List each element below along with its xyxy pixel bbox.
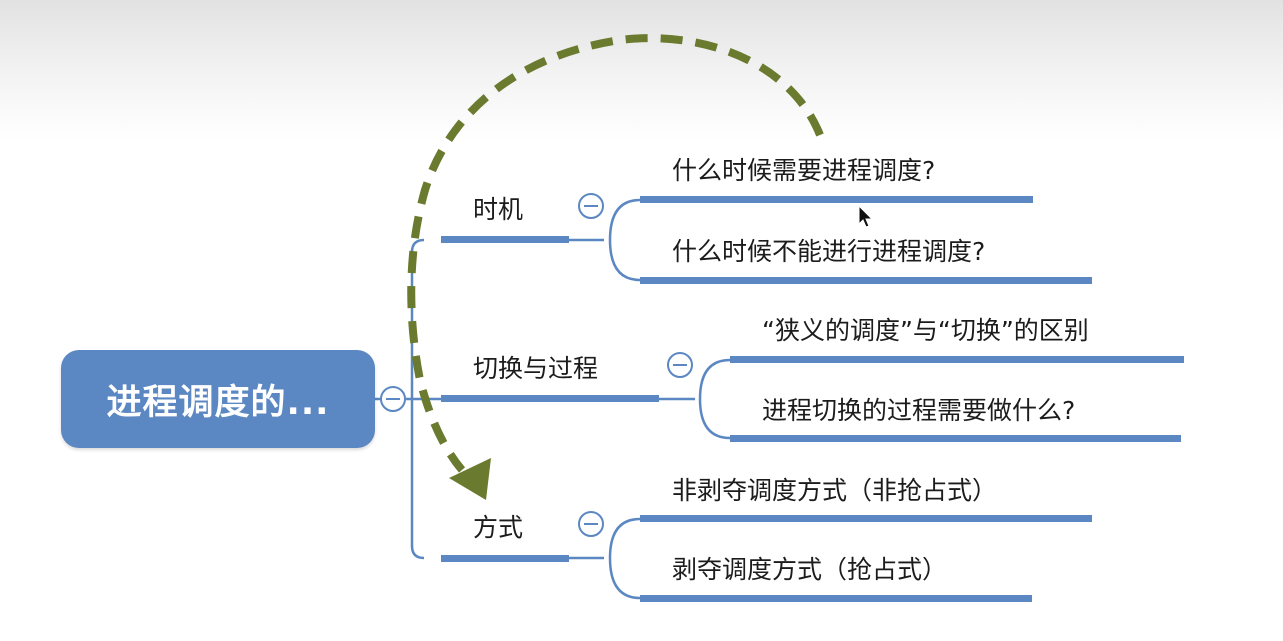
underline-child-2-1: [730, 356, 1184, 363]
underline-branch-2: [441, 395, 659, 402]
collapse-button-root[interactable]: [380, 386, 406, 412]
connector-lines: [375, 198, 731, 600]
underline-child-3-1: [640, 515, 1092, 522]
child-label-when-needed[interactable]: 什么时候需要进程调度?: [672, 156, 936, 185]
branch-label-switch-process[interactable]: 切换与过程: [473, 354, 599, 383]
root-node[interactable]: 进程调度的...: [61, 350, 375, 448]
branch-label-timing[interactable]: 时机: [473, 195, 524, 224]
connector-branch-3-children: [568, 517, 641, 600]
child-label-preemptive[interactable]: 剥夺调度方式（抢占式）: [672, 555, 948, 584]
underline-child-3-2: [640, 595, 1032, 602]
connector-branch-1-children: [568, 198, 641, 282]
collapse-button-branch-3[interactable]: [578, 511, 604, 537]
underline-child-2-2: [730, 435, 1181, 442]
collapse-button-branch-2[interactable]: [667, 352, 693, 378]
underline-branch-1: [441, 236, 569, 243]
child-label-scheduling-vs-switch[interactable]: “狭义的调度”与“切换”的区别: [762, 316, 1089, 345]
underline-child-1-1: [640, 196, 1033, 203]
mouse-pointer-icon: [858, 204, 874, 228]
arrowhead-icon: [449, 458, 491, 500]
child-label-when-not-allowed[interactable]: 什么时候不能进行进程调度?: [672, 237, 986, 266]
child-label-switch-steps[interactable]: 进程切换的过程需要做什么?: [762, 396, 1076, 425]
root-node-label: 进程调度的...: [106, 382, 330, 423]
underline-branch-3: [441, 555, 569, 562]
branch-label-mode[interactable]: 方式: [473, 513, 524, 542]
collapse-button-branch-1[interactable]: [578, 193, 604, 219]
underline-child-1-2: [640, 277, 1092, 284]
node-underlines: [441, 196, 1184, 602]
child-label-non-preemptive[interactable]: 非剥夺调度方式（非抢占式）: [672, 476, 998, 505]
dashed-curved-arrow: [407, 34, 824, 500]
connector-branch-2-children: [658, 358, 731, 440]
